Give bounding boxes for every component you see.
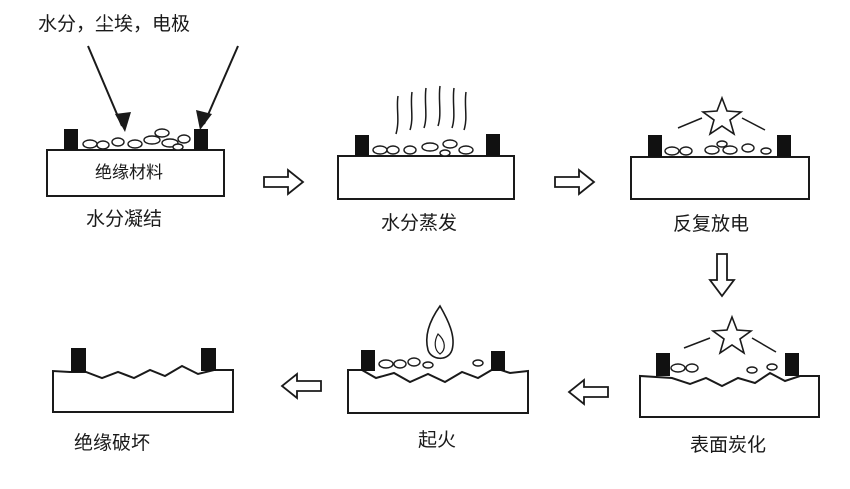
stage-5-electrode-right [491,351,505,371]
stage-1-substrate [47,150,224,196]
stage-4-substrate [640,373,819,417]
stage-label-3: 反复放电 [673,213,750,235]
stage-4-electrode-left [656,353,670,376]
flame-icon [427,306,453,358]
arrow-right-icon [264,170,303,194]
arrow-left-icon [282,374,321,398]
stage-3-droplets [665,141,771,155]
stage-3-repeated-discharge [631,98,809,199]
substrate-label: 绝缘材料 [95,163,163,183]
spark-star-icon [703,98,741,134]
stage-1-droplets [83,129,190,150]
stage-3-discharge-lines [678,118,765,130]
arrow-left-icon [569,380,608,404]
stage-label-5: 起火 [418,429,457,451]
stage-5-droplets [379,358,483,368]
stage-2-droplets [373,140,473,156]
flame-inner [435,334,444,354]
flow-arrows [264,170,734,404]
stage-2-electrode-right [486,134,500,156]
stage-2-substrate [338,156,514,199]
annotation-arrow-left [88,46,122,126]
stage-3-substrate [631,157,809,199]
stage-3-electrode-right [777,135,791,157]
stage-5-electrode-left [361,350,375,371]
stage-label-4: 表面炭化 [690,434,767,456]
annotation-arrows [88,46,238,132]
annotation-arrowhead-right [196,110,212,130]
stage-6-substrate [53,366,233,412]
annotation-arrowhead-left [115,112,131,132]
steam-lines-icon [396,86,466,134]
stage-1-electrode-right [194,129,208,150]
stage-2-moisture-evaporation [338,86,514,199]
stage-6-insulation-failure [53,348,233,412]
stage-1-electrode-left [64,129,78,150]
stage-6-electrode-right [201,348,216,371]
stage-label-2: 水分蒸发 [381,212,458,234]
stage-label-6: 绝缘破坏 [74,432,151,454]
stage-4-droplets [671,364,777,373]
spark-star-icon [713,317,751,353]
annotation-arrow-right [204,46,238,124]
stage-3-electrode-left [648,135,662,157]
stage-2-electrode-left [355,135,369,156]
stage-4-electrode-right [785,353,799,376]
stage-5-ignition [348,306,528,413]
stage-1-moisture-condensation [47,129,224,196]
arrow-down-icon [710,254,734,296]
stage-4-surface-carbonization [640,317,819,417]
stage-6-electrode-left [71,348,86,372]
arrow-right-icon [555,170,594,194]
stage-4-discharge-lines [684,338,776,352]
annotation-label: 水分，尘埃，电极 [38,13,191,35]
stage-label-1: 水分凝结 [86,208,163,230]
stage-5-substrate [348,368,528,413]
